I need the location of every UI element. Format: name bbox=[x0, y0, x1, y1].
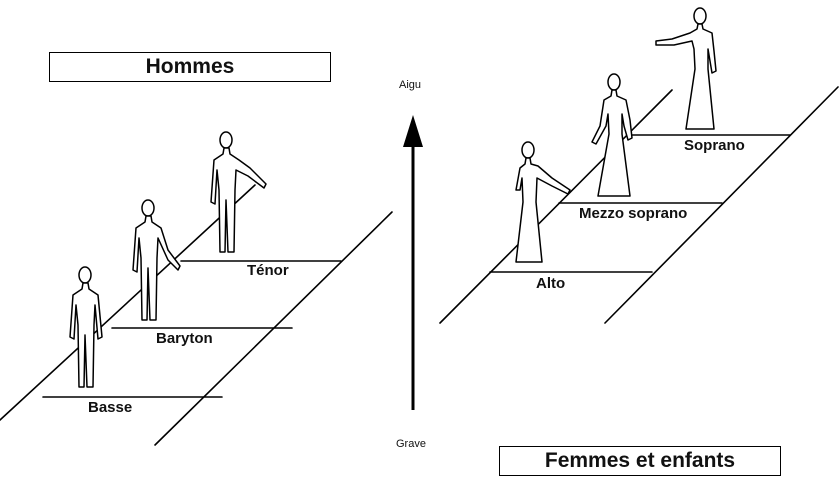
voice-label-alto: Alto bbox=[536, 275, 566, 292]
right-stair-inner-rail bbox=[439, 89, 673, 324]
men-group-title: Hommes bbox=[49, 52, 331, 82]
man-figure-icon bbox=[132, 199, 181, 321]
right-stair-outer-rail bbox=[604, 86, 839, 324]
voice-label-tenor: Ténor bbox=[247, 262, 289, 279]
women-group-title: Femmes et enfants bbox=[499, 446, 781, 476]
voice-label-mezzo-soprano: Mezzo soprano bbox=[579, 205, 688, 222]
axis-low-label: Grave bbox=[396, 438, 426, 450]
up-arrow-icon bbox=[403, 115, 423, 410]
woman-figure-icon bbox=[515, 141, 571, 263]
man-figure-icon bbox=[69, 266, 103, 388]
man-figure-icon bbox=[210, 131, 267, 253]
voice-label-soprano: Soprano bbox=[684, 137, 745, 154]
woman-figure-icon bbox=[591, 73, 633, 197]
axis-high-label: Aigu bbox=[399, 79, 422, 91]
woman-figure-icon bbox=[655, 7, 717, 130]
voice-label-baryton: Baryton bbox=[156, 330, 213, 347]
voice-label-basse: Basse bbox=[88, 399, 133, 416]
left-stair-inner-rail bbox=[0, 184, 256, 421]
